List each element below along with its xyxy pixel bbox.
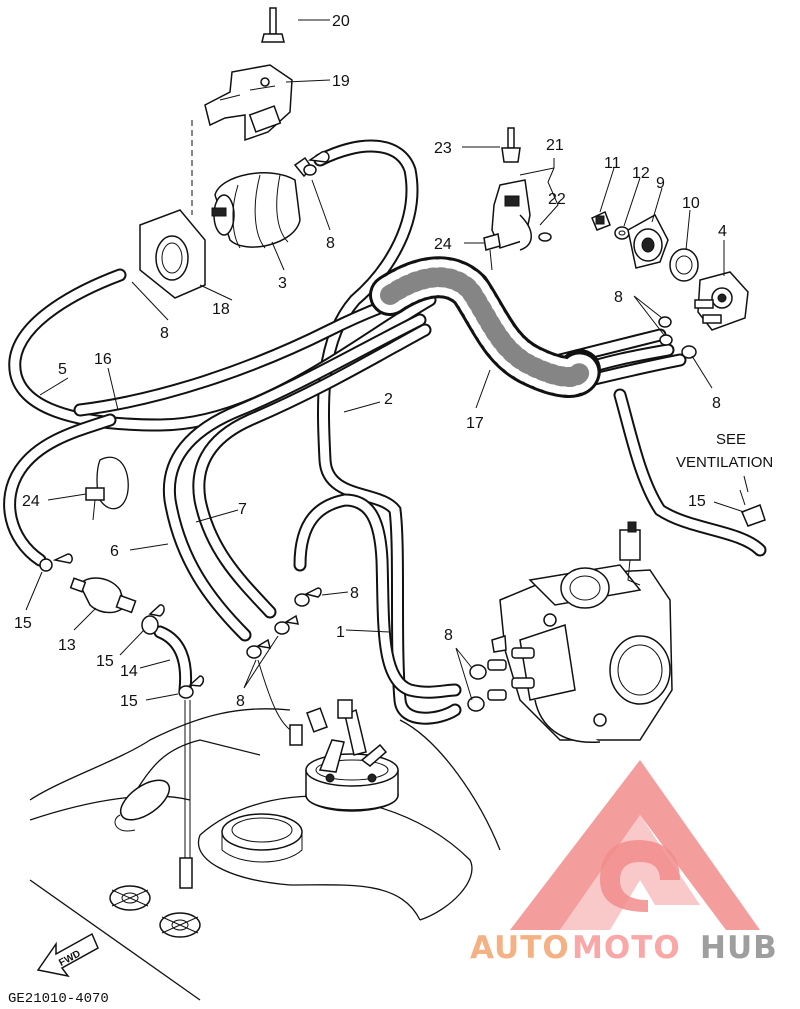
callout-2: 2 [384,391,393,408]
callout-18: 18 [212,301,230,318]
center-clips [246,489,766,746]
watermark-text: AUTO MOTO HUB [470,930,778,966]
callout-21: 21 [546,137,564,154]
callout-12: 12 [632,165,650,182]
hose-routing [3,139,767,860]
callout-9: 9 [656,175,665,192]
leader-lines [25,19,749,701]
fuel-pump-unit [305,699,399,812]
callout-19: 19 [332,73,350,90]
callout-8-right-top: 8 [614,289,623,306]
callout-7: 7 [238,501,247,518]
callout-16: 16 [94,351,112,368]
callout-5: 5 [58,361,67,378]
callout-23: 23 [434,140,452,157]
callout-22: 22 [548,191,566,208]
vent-valve-assembly [483,127,749,359]
callout-13: 13 [58,637,76,654]
callout-1: 1 [336,624,345,641]
corrugated-hose-17 [369,256,601,398]
drawing-code: GE21010-4070 [8,991,109,1007]
callout-8-center-low: 8 [236,693,245,710]
callout-8-center: 8 [350,585,359,602]
bracket-assembly [139,7,330,299]
left-fittings [39,456,205,938]
callout-24-top: 24 [434,236,452,253]
callout-15-low: 15 [120,693,138,710]
automotohub-logo-icon [510,760,760,930]
watermark-moto: MOTO [572,930,681,966]
callout-15-mid: 15 [96,653,114,670]
callout-8-left: 8 [160,325,169,342]
callout-3: 3 [278,275,287,292]
callout-14: 14 [120,663,138,680]
callout-15-right: 15 [688,493,706,510]
throttle-body [491,521,673,743]
callout-6: 6 [110,543,119,560]
fwd-arrow-icon: FWD [36,932,99,978]
callout-15-left: 15 [14,615,32,632]
callout-17: 17 [466,415,484,432]
callout-24-left: 24 [22,493,40,510]
watermark-auto: AUTO [470,930,570,966]
callout-10: 10 [682,195,700,212]
callout-20: 20 [332,13,350,30]
watermark-hub: HUB [700,930,778,966]
callout-labels: 20 19 23 21 22 24 11 12 9 10 4 8 3 8 18 … [14,13,773,710]
callout-8-top: 8 [326,235,335,252]
callout-8-carb: 8 [444,627,453,644]
see-ventilation-line1: SEE [716,431,746,448]
callout-11: 11 [604,155,621,172]
callout-8-right: 8 [712,395,721,412]
fuel-tank-outline [29,708,501,1001]
see-ventilation-line2: VENTILATION [676,454,773,471]
callout-4: 4 [718,223,727,240]
